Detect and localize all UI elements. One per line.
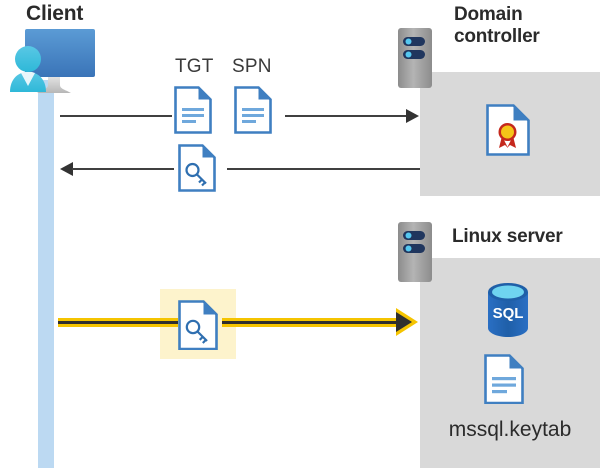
document-icon bbox=[234, 86, 272, 134]
arrow-head-left-icon bbox=[60, 162, 73, 176]
keytab-filename-label: mssql.keytab bbox=[448, 418, 572, 441]
document-icon bbox=[484, 354, 524, 405]
key-document-icon bbox=[178, 300, 218, 351]
flow-arrow-client-to-linux-segment bbox=[58, 318, 178, 327]
document-icon bbox=[174, 86, 212, 134]
flow-arrow-client-to-dc-segment bbox=[285, 115, 407, 117]
key-document-icon bbox=[178, 144, 216, 192]
svg-text:SQL: SQL bbox=[493, 305, 524, 322]
certificate-icon bbox=[486, 104, 530, 156]
flow-arrow-dc-to-client-segment bbox=[227, 168, 420, 170]
user-computer-icon bbox=[4, 26, 96, 102]
client-lifeline bbox=[38, 80, 54, 468]
server-rack-icon bbox=[398, 28, 432, 88]
arrow-head-right-icon bbox=[406, 109, 419, 123]
sql-database-icon: SQL bbox=[484, 282, 532, 338]
tgt-label: TGT bbox=[175, 56, 214, 77]
spn-label: SPN bbox=[232, 56, 272, 77]
flow-arrow-dc-to-client-segment bbox=[72, 168, 174, 170]
server-rack-icon bbox=[398, 222, 432, 282]
domain-controller-title: Domain controller bbox=[454, 4, 540, 48]
arrow-head-right-inner-icon bbox=[396, 312, 412, 332]
flow-arrow-client-to-linux-segment bbox=[222, 318, 402, 327]
linux-server-title: Linux server bbox=[452, 226, 563, 247]
flow-arrow-client-to-dc-segment bbox=[60, 115, 172, 117]
client-title: Client bbox=[26, 2, 84, 25]
